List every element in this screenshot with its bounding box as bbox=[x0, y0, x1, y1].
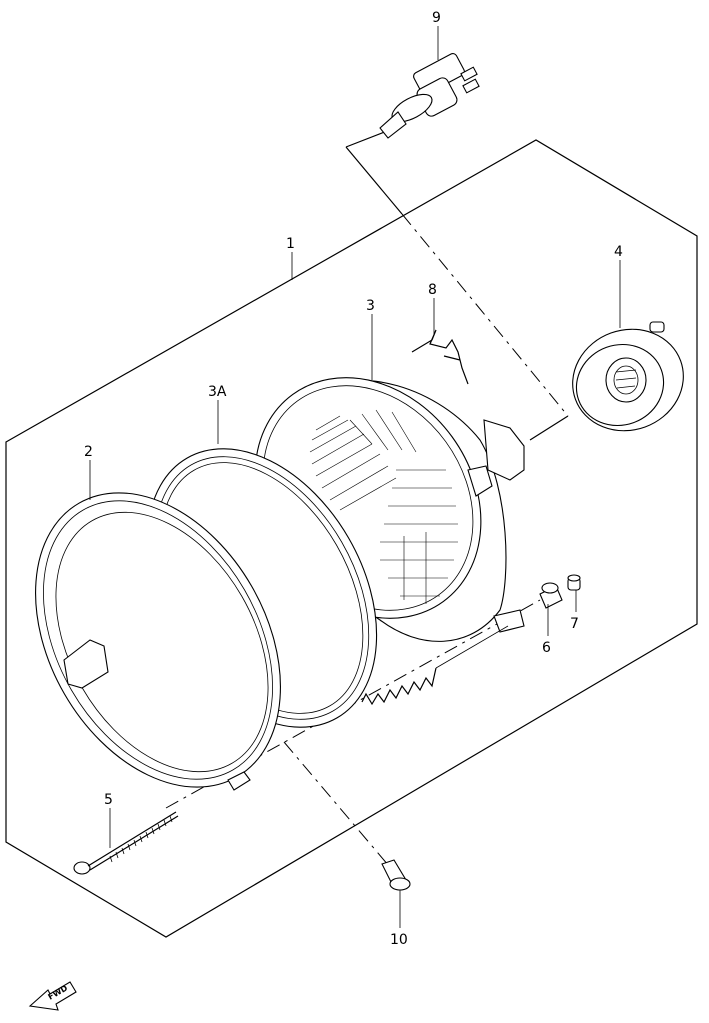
bulb-part bbox=[379, 52, 480, 139]
callout-9: 9 bbox=[432, 10, 441, 26]
callout-7: 7 bbox=[570, 616, 579, 632]
trim-ring-part bbox=[35, 492, 281, 791]
cap-part bbox=[567, 574, 581, 591]
center-axis-bulb bbox=[401, 213, 569, 417]
callout-3: 3 bbox=[366, 298, 375, 314]
callout-10: 10 bbox=[390, 932, 408, 948]
center-axis-screw bbox=[283, 741, 395, 873]
callout-5: 5 bbox=[104, 792, 113, 808]
callout-3a: 3A bbox=[208, 384, 227, 400]
callout-1: 1 bbox=[286, 236, 295, 252]
callout-8: 8 bbox=[428, 282, 437, 298]
mounting-screw-part bbox=[381, 859, 411, 891]
adjuster-rod bbox=[435, 625, 509, 669]
adjusting-nut-part bbox=[539, 582, 563, 609]
fwd-arrow-icon: FWD bbox=[28, 981, 77, 1011]
spring-clip-part bbox=[411, 329, 469, 385]
callout-4: 4 bbox=[614, 244, 623, 260]
bulb-guide-line-3 bbox=[529, 415, 569, 441]
socket-part bbox=[572, 321, 684, 432]
callout-2: 2 bbox=[84, 444, 93, 460]
adjusting-screw-part bbox=[73, 811, 179, 875]
adjuster-spring bbox=[361, 667, 437, 706]
assembly-boundary bbox=[5, 139, 698, 938]
callout-6: 6 bbox=[542, 640, 551, 656]
bulb-guide-line-2 bbox=[345, 146, 403, 215]
